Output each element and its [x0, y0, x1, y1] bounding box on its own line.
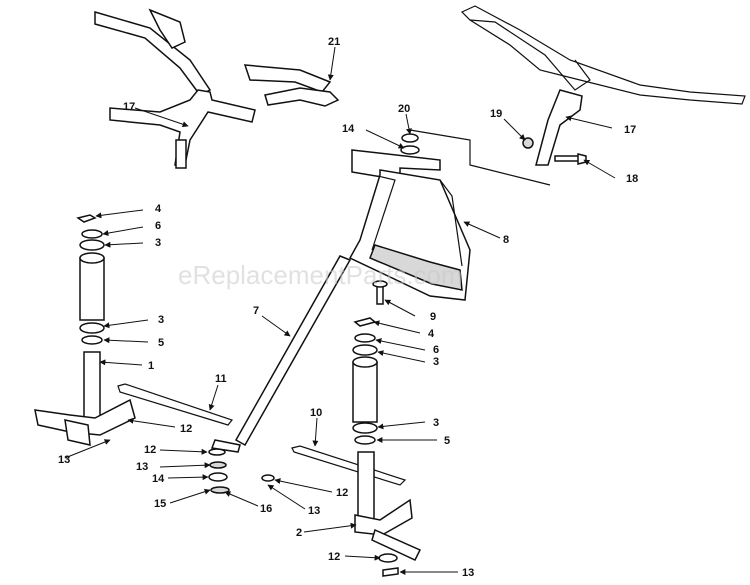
callout-11: 11 — [215, 373, 227, 385]
callout-10: 10 — [310, 407, 322, 419]
callout-5-right: 5 — [444, 435, 450, 447]
handlebar-left — [94, 8, 256, 169]
tie-rod-11 — [117, 383, 234, 426]
callout-21: 21 — [328, 36, 340, 48]
steering-rod — [234, 255, 352, 447]
callout-13-left: 13 — [58, 454, 70, 466]
callout-5-left: 5 — [158, 337, 164, 349]
callout-3-left-bottom: 3 — [158, 314, 164, 326]
callout-14-top: 14 — [342, 123, 355, 135]
callout-16: 16 — [260, 503, 272, 515]
callout-13-bottom: 13 — [462, 567, 474, 579]
callout-labels: 21 17 17 20 19 14 18 8 4 6 3 9 7 3 5 1 4… — [58, 36, 638, 579]
spindle-assembly-right — [352, 317, 422, 577]
nut-19 — [522, 137, 534, 149]
callout-12-left: 12 — [180, 423, 192, 435]
callout-1: 1 — [148, 360, 154, 372]
callout-20: 20 — [398, 103, 410, 115]
handlebar-center — [243, 64, 340, 107]
callout-12-bottom: 12 — [328, 551, 340, 563]
callout-4-left: 4 — [155, 203, 162, 215]
callout-9: 9 — [430, 311, 436, 323]
callout-3-right-top: 3 — [433, 356, 439, 368]
callout-13-right: 13 — [308, 505, 320, 517]
callout-4-right: 4 — [428, 328, 435, 340]
handlebar-right — [460, 5, 746, 166]
spindle-assembly-left — [34, 214, 136, 446]
callout-19: 19 — [490, 108, 502, 120]
callout-7: 7 — [253, 305, 259, 317]
callout-13-center: 13 — [136, 461, 148, 473]
bolt-9 — [372, 280, 388, 305]
callout-17-right: 17 — [624, 124, 636, 136]
callout-3-right-bottom: 3 — [433, 417, 439, 429]
callout-3-left-top: 3 — [155, 237, 161, 249]
center-pivot-hardware — [208, 439, 275, 494]
callout-2: 2 — [296, 527, 302, 539]
callout-17-left: 17 — [123, 101, 135, 113]
callout-12-center: 12 — [144, 444, 156, 456]
callout-15: 15 — [154, 498, 166, 510]
leader-lines — [64, 46, 616, 575]
tie-rod-10 — [291, 445, 407, 486]
handlebar-bracket — [348, 129, 551, 301]
bolt-18 — [554, 153, 587, 165]
watermark: eReplacementParts.com — [178, 260, 463, 290]
callout-12-right: 12 — [336, 487, 348, 499]
callout-14-bottom: 14 — [152, 473, 165, 485]
callout-6-right: 6 — [433, 344, 439, 356]
callout-8: 8 — [503, 234, 509, 246]
callout-6-left: 6 — [155, 220, 161, 232]
callout-18: 18 — [626, 173, 638, 185]
